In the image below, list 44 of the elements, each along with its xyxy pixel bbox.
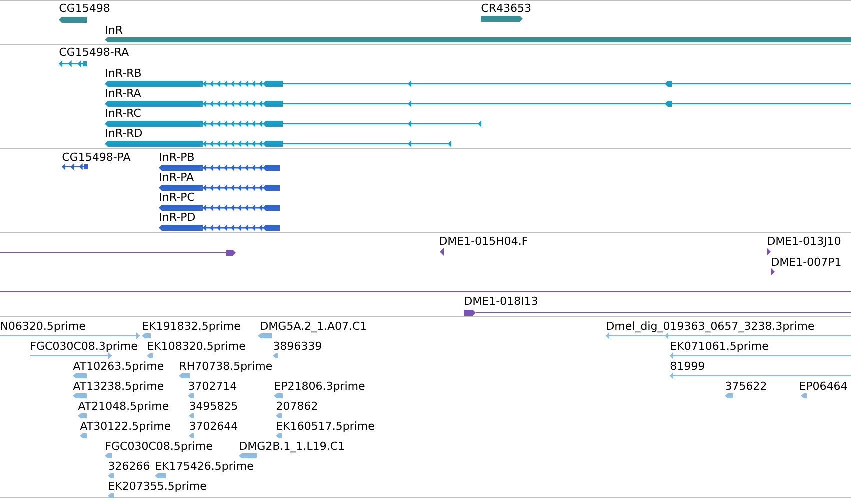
feature-label: AT13238.5prime — [73, 382, 164, 392]
feature-label: FGC030C08.5prime — [106, 442, 212, 452]
feature-label: DMG2B.1_1.L19.C1 — [240, 442, 344, 453]
feature-label: EK191832.5prime — [143, 322, 240, 332]
feature-label: N06320.5prime — [1, 322, 86, 332]
feature-label: DME1-007P1 — [772, 258, 841, 266]
feature-label: CR43653 — [482, 4, 531, 12]
feature-label: EK160517.5prime — [277, 422, 374, 432]
feature-label: CG15498-PA — [62, 152, 131, 162]
feature-label: CG15498 — [60, 4, 110, 12]
feature-label: EK175426.5prime — [156, 462, 254, 472]
feature-label: 3495825 — [190, 402, 238, 410]
feature-label: DME1-018I13 — [465, 296, 538, 306]
feature-label: AT21048.5prime — [78, 402, 169, 412]
feature-label: EK071061.5prime — [671, 342, 768, 352]
feature-label: InR-RC — [106, 108, 141, 118]
feature-label: EP06464 — [800, 382, 848, 390]
feature-label: CG15498-RA — [60, 48, 129, 56]
feature-label: InR-PB — [160, 153, 194, 161]
feature-label: DME1-013J10 — [768, 236, 841, 248]
feature-label: 375622 — [726, 382, 766, 390]
feature-label: InR-PD — [160, 213, 196, 221]
feature-label: InR — [106, 26, 123, 34]
feature-label: InR-PA — [160, 173, 194, 181]
feature-label: 81999 — [670, 362, 704, 370]
feature-label: DME1-015H04.F — [440, 236, 528, 246]
feature-label: InR-RA — [106, 89, 142, 97]
feature-label: InR-PC — [160, 192, 194, 202]
feature-label: RH70738.5prime — [180, 362, 272, 372]
feature-label: 3702714 — [189, 382, 237, 390]
feature-label: 3896339 — [274, 342, 322, 350]
feature-label: DMG5A.2_1.A07.C1 — [261, 322, 366, 333]
feature-label: Dmel_dig_019363_0657_3238.3prime — [607, 322, 814, 333]
feature-label: InR-RB — [106, 69, 141, 77]
feature-label: EK108320.5prime — [148, 342, 246, 352]
feature-label: EP21806.3prime — [275, 382, 365, 392]
feature-label: AT10263.5prime — [73, 362, 164, 372]
feature-label: AT30122.5prime — [80, 422, 171, 432]
feature-label: EK207355.5prime — [109, 482, 206, 492]
feature-label: 326266 — [109, 462, 150, 470]
feature-label: 3702644 — [190, 422, 238, 430]
feature-label: InR-RD — [106, 129, 142, 137]
feature-label: FGC030C08.3prime — [31, 342, 138, 352]
feature-label: 207862 — [277, 402, 318, 410]
